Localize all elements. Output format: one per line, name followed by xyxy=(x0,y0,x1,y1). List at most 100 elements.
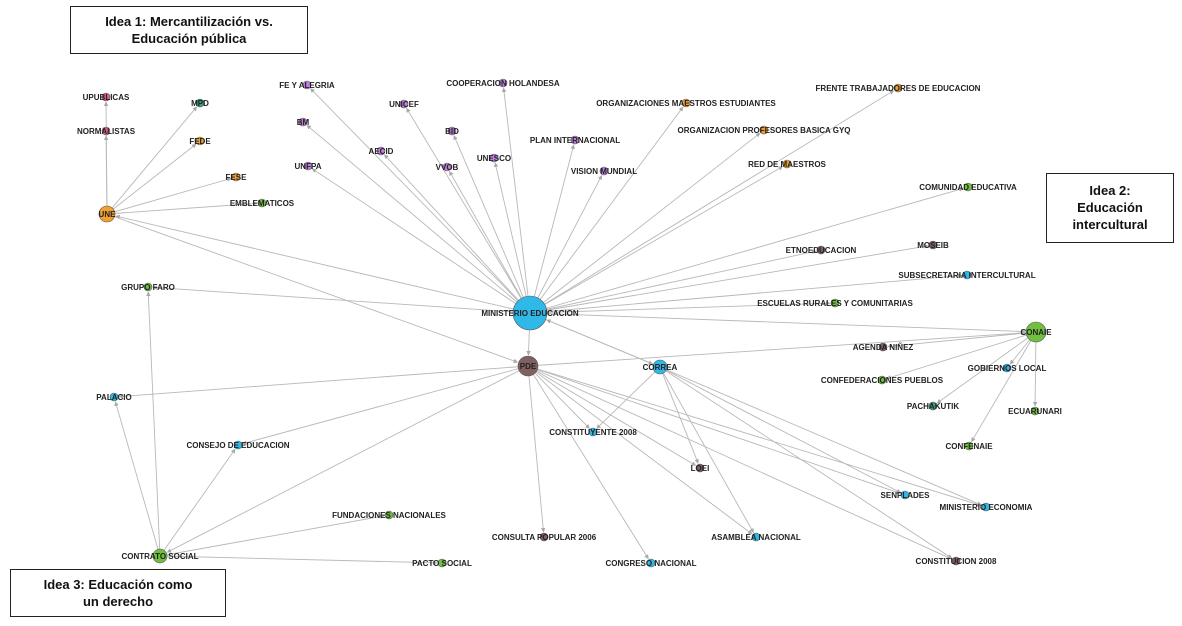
node-label-aecid: AECID xyxy=(369,147,394,156)
node-ecuarunari: ECUARUNARI xyxy=(1008,406,1062,416)
node-emblematicos: EMBLEMATICOS xyxy=(230,198,295,208)
edge-une-fede xyxy=(106,143,197,215)
node-marker-agenda xyxy=(878,342,888,352)
node-une: UNE xyxy=(98,205,116,223)
node-contrato: CONTRATO SOCIAL xyxy=(121,548,199,564)
edge-une-normalistas xyxy=(103,135,109,215)
node-label-fealegria: FE Y ALEGRIA xyxy=(279,81,335,90)
node-senplades: SENPLADES xyxy=(881,490,931,500)
idea-3-line-1: Idea 3: Educación como xyxy=(43,577,193,592)
node-normalistas: NORMALISTAS xyxy=(77,126,136,136)
node-marker-unfpa xyxy=(303,161,313,171)
node-unesco: UNESCO xyxy=(477,153,511,163)
node-marker-fundaciones xyxy=(384,510,394,520)
node-fealegria: FE Y ALEGRIA xyxy=(279,80,335,90)
node-fede: FEDE xyxy=(189,136,211,146)
node-label-constitucion: CONSTITUCION 2008 xyxy=(916,557,997,566)
node-marker-frente xyxy=(893,83,903,93)
node-label-unesco: UNESCO xyxy=(477,154,511,163)
node-grupofaro: GRUPO FARO xyxy=(121,282,175,292)
node-label-conaie: CONAIE xyxy=(1020,328,1052,337)
node-marker-consulta xyxy=(539,532,549,542)
node-marker-pachakutik xyxy=(928,401,938,411)
node-marker-consejo xyxy=(233,440,243,450)
node-bm: BM xyxy=(297,117,310,127)
node-orgmaestros: ORGANIZACIONES MAESTROS ESTUDIANTES xyxy=(596,98,776,108)
node-marker-subsecretaria xyxy=(962,270,972,280)
node-congreso: CONGRESO NACIONAL xyxy=(605,558,697,568)
node-label-loei: LOEI xyxy=(691,464,710,473)
node-label-normalistas: NORMALISTAS xyxy=(77,127,136,136)
node-minecon: MINISTERIO ECONOMIA xyxy=(940,502,1033,512)
edge-ministerio-unesco xyxy=(493,162,531,314)
node-consulta: CONSULTA POPULAR 2006 xyxy=(492,532,597,542)
node-confed: CONFEDERACIONES PUEBLOS xyxy=(821,375,944,385)
node-label-vision: VISION MUNDIAL xyxy=(571,167,637,176)
edge-une-pde xyxy=(106,213,519,364)
edge-ministerio-unicef xyxy=(406,107,531,314)
node-conaie: CONAIE xyxy=(1020,321,1052,343)
node-label-upublicas: UPUBLICAS xyxy=(83,93,130,102)
node-label-consejo: CONSEJO DE EDUCACION xyxy=(186,441,289,450)
node-marker-palacio xyxy=(109,392,119,402)
edge-correa-senplades xyxy=(659,366,901,494)
edge-ministerio-comunidad xyxy=(529,187,964,314)
node-label-consulta: CONSULTA POPULAR 2006 xyxy=(492,533,597,542)
node-palacio: PALACIO xyxy=(96,392,132,402)
edge-ministerio-orgmaestros xyxy=(529,106,684,314)
node-label-fede: FEDE xyxy=(189,137,211,146)
edge-pde-constitucion xyxy=(527,365,952,560)
node-label-minecon: MINISTERIO ECONOMIA xyxy=(940,503,1033,512)
node-marker-congreso xyxy=(646,558,656,568)
edge-ministerio-redmaestros xyxy=(529,166,784,314)
node-marker-constitucion xyxy=(951,556,961,566)
edge-ministerio-escuelas xyxy=(529,301,831,314)
edge-pde-loei xyxy=(527,365,697,466)
edge-pde-conaie xyxy=(527,330,1026,367)
node-label-redmaestros: RED DE MAESTROS xyxy=(748,160,826,169)
node-marker-orgmaestros xyxy=(681,98,691,108)
edge-ministerio-conaie xyxy=(529,312,1026,334)
edge-ministerio-etno xyxy=(529,249,817,314)
edge-pde-contrato xyxy=(166,365,529,553)
edge-pde-consulta xyxy=(527,365,546,533)
node-label-subsecretaria: SUBSECRETARIA INTERCULTURAL xyxy=(898,271,1035,280)
edge-correa-minecon xyxy=(659,366,982,506)
node-marker-asamblea xyxy=(751,532,761,542)
node-redmaestros: RED DE MAESTROS xyxy=(748,159,827,169)
edge-ministerio-orgprofes xyxy=(529,132,761,314)
node-marker-unesco xyxy=(489,153,499,163)
edge-ministerio-vvob xyxy=(449,170,531,314)
node-marker-une xyxy=(98,205,116,223)
edge-ministerio-une xyxy=(115,214,531,314)
node-marker-correa xyxy=(652,359,668,375)
node-marker-pacto xyxy=(437,558,447,568)
edge-correa-ministerio xyxy=(546,319,661,368)
node-unfpa: UNFPA xyxy=(295,161,322,171)
node-marker-cooperacion xyxy=(498,78,508,88)
edge-ministerio-cooperacion xyxy=(501,87,531,314)
node-label-ministerio: MINISTERIO EDUCACION xyxy=(481,309,579,318)
node-vision: VISION MUNDIAL xyxy=(571,166,637,176)
node-label-cooperacion: COOPERACION HOLANDESA xyxy=(446,79,560,88)
node-label-orgprofes: ORGANIZACION PROFESORES BASICA GYQ xyxy=(677,126,850,135)
node-ministerio: MINISTERIO EDUCACION xyxy=(481,295,579,331)
idea-1-line-1: Idea 1: Mercantilización vs. xyxy=(105,14,273,29)
edge-une-mpd xyxy=(106,106,198,215)
node-label-ecuarunari: ECUARUNARI xyxy=(1008,407,1062,416)
node-marker-orgprofes xyxy=(759,125,769,135)
node-marker-unicef xyxy=(399,99,409,109)
edge-correa-constitucion xyxy=(659,366,953,559)
node-label-senplades: SENPLADES xyxy=(881,491,931,500)
node-etno: ETNOEDUCACION xyxy=(786,245,857,255)
idea-2-line-2: Educación xyxy=(1077,200,1143,215)
node-marker-vision xyxy=(599,166,609,176)
node-frente: FRENTE TRABAJADORES DE EDUCACION xyxy=(816,83,981,93)
node-marker-upublicas xyxy=(101,92,111,102)
node-agenda: AGENDA NIÑEZ xyxy=(853,342,913,352)
node-marker-escuelas xyxy=(830,298,840,308)
node-moseib: MOSEIB xyxy=(917,240,949,250)
node-pde: PDE xyxy=(517,355,539,377)
edge-ministerio-aecid xyxy=(384,154,531,314)
